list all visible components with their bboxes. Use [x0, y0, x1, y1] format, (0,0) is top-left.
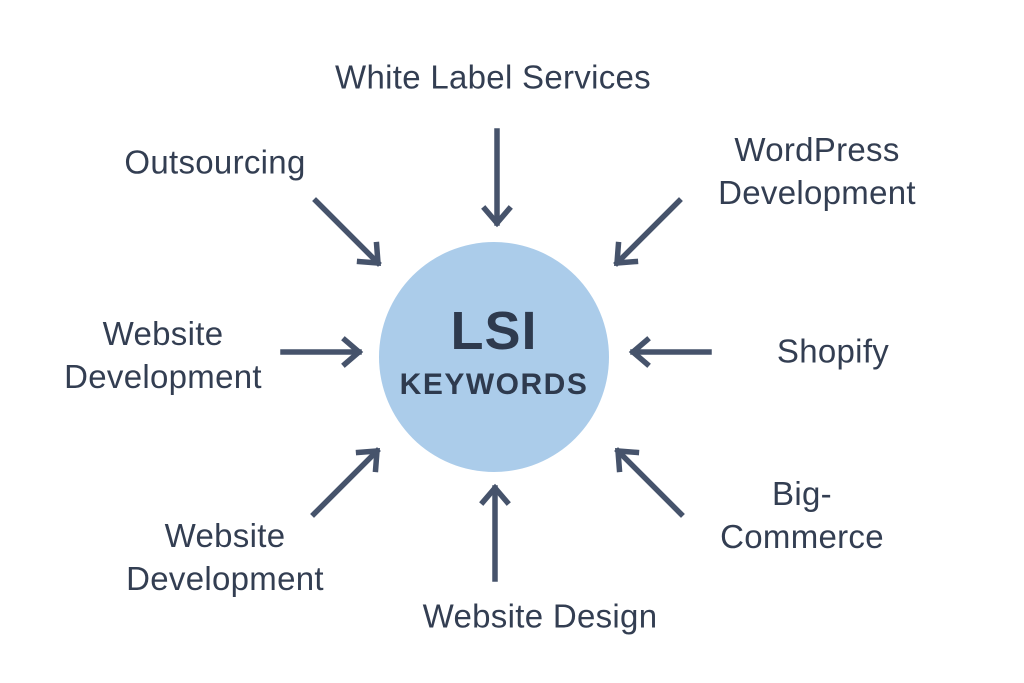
label-outsourcing: Outsourcing — [124, 143, 306, 181]
arrow-right-left-icon — [628, 336, 712, 368]
arrow-left-right-icon — [280, 336, 364, 368]
center-label: LSI KEYWORDS — [400, 304, 589, 400]
label-website-development-left: Website Development — [64, 315, 262, 395]
arrows — [280, 128, 712, 582]
arrow-top-left-diagonal-icon — [312, 197, 382, 267]
label-shopify: Shopify — [776, 332, 890, 370]
arrow-bottom-left-diagonal-icon — [310, 447, 381, 518]
label-website-design: Website Design — [422, 597, 658, 635]
arrow-top-down-icon — [481, 128, 513, 228]
arrow-top-right-diagonal-icon — [613, 197, 683, 267]
center-circle — [379, 242, 609, 472]
center-word: KEYWORDS — [399, 368, 589, 401]
label-wordpress-development: WordPress Development — [718, 131, 916, 211]
label-white-label-services: White Label Services — [335, 58, 651, 96]
arrow-bottom-up-icon — [479, 483, 511, 582]
arrow-bottom-right-diagonal-icon — [614, 447, 685, 518]
label-big-commerce: Big- Commerce — [720, 475, 884, 555]
label-website-development-bottom: Website Development — [126, 517, 324, 597]
center-acronym: LSI — [450, 301, 538, 361]
